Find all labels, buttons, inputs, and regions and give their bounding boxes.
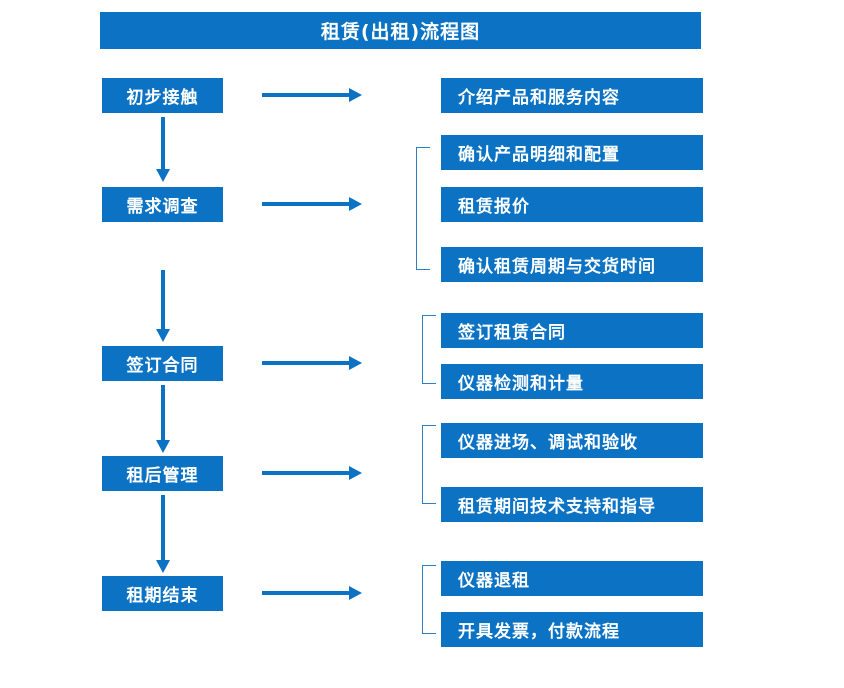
arrow-shaft: [262, 591, 350, 595]
task-box-install-accept[interactable]: 仪器进场、调试和验收: [441, 423, 703, 458]
arrow-head: [156, 440, 170, 453]
arrow-head: [349, 466, 362, 480]
flow-arrow-down-manage-to-end: [156, 495, 170, 573]
task-box-invoice-payment[interactable]: 开具发票，付款流程: [441, 612, 703, 647]
branch-arrow-right-sign-contract: [262, 356, 362, 370]
arrow-shaft: [161, 270, 165, 329]
stage-box-lease-end[interactable]: 租期结束: [102, 576, 223, 611]
arrow-shaft: [262, 361, 350, 365]
arrow-head: [349, 586, 362, 600]
task-box-return-instrument[interactable]: 仪器退租: [441, 561, 703, 596]
page-title: 租赁(出租)流程图: [100, 12, 701, 49]
group-bracket-demand-survey: [416, 147, 430, 270]
group-bracket-post-rent-manage: [422, 425, 436, 504]
arrow-head: [349, 197, 362, 211]
flow-arrow-down-contract-to-manage: [156, 385, 170, 453]
group-bracket-lease-end: [422, 565, 436, 634]
arrow-shaft: [161, 117, 165, 169]
arrow-head: [349, 356, 362, 370]
arrow-head: [156, 329, 170, 342]
task-box-rental-quote[interactable]: 租赁报价: [441, 187, 703, 222]
branch-arrow-right-demand-survey: [262, 197, 362, 211]
flow-arrow-down-demand-to-contract: [156, 270, 170, 342]
branch-arrow-right-lease-end: [262, 586, 362, 600]
arrow-shaft: [262, 202, 350, 206]
task-box-intro-product[interactable]: 介绍产品和服务内容: [441, 78, 703, 113]
task-box-confirm-spec[interactable]: 确认产品明细和配置: [441, 135, 703, 170]
stage-box-demand-survey[interactable]: 需求调查: [102, 187, 223, 222]
arrow-head: [156, 560, 170, 573]
task-box-instrument-check[interactable]: 仪器检测和计量: [441, 364, 703, 399]
arrow-head: [156, 169, 170, 182]
arrow-shaft: [161, 385, 165, 440]
arrow-shaft: [262, 93, 350, 97]
stage-box-sign-contract[interactable]: 签订合同: [102, 346, 223, 381]
arrow-head: [349, 88, 362, 102]
task-box-confirm-period[interactable]: 确认租赁周期与交货时间: [441, 247, 703, 282]
arrow-shaft: [161, 495, 165, 560]
flow-arrow-down-initial-to-demand: [156, 117, 170, 182]
branch-arrow-right-post-rent-manage: [262, 466, 362, 480]
branch-arrow-right-initial-contact: [262, 88, 362, 102]
task-box-tech-support[interactable]: 租赁期间技术支持和指导: [441, 487, 703, 522]
stage-box-post-rent-manage[interactable]: 租后管理: [102, 456, 223, 491]
arrow-shaft: [262, 471, 350, 475]
task-box-sign-lease[interactable]: 签订租赁合同: [441, 313, 703, 348]
group-bracket-sign-contract: [422, 315, 436, 384]
stage-box-initial-contact[interactable]: 初步接触: [102, 78, 223, 113]
